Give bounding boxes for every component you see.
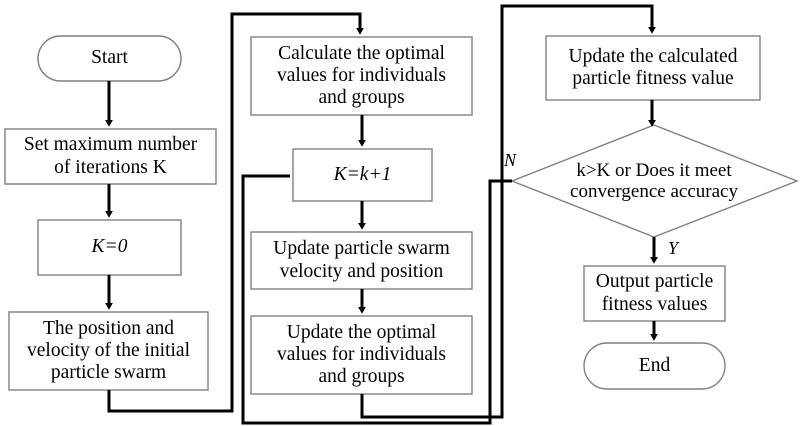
node-update-fitness[interactable] xyxy=(546,36,760,100)
node-update-fitness-shape[interactable] xyxy=(545,35,761,101)
node-set-max-iterations[interactable] xyxy=(5,129,216,184)
node-increment-k[interactable] xyxy=(293,149,432,201)
node-convergence-check[interactable] xyxy=(512,125,797,237)
node-k-equals-zero[interactable] xyxy=(38,220,181,275)
node-end-shape[interactable] xyxy=(583,342,726,390)
node-set-max-iterations-shape[interactable] xyxy=(4,128,217,185)
node-update-optimal-values[interactable] xyxy=(251,316,472,394)
node-output-fitness-shape[interactable] xyxy=(583,265,726,322)
edge-init-to-calc-optimal xyxy=(107,12,364,413)
node-update-velocity-position[interactable] xyxy=(251,232,472,289)
node-init-position-velocity[interactable] xyxy=(9,312,208,390)
node-init-position-velocity-shape[interactable] xyxy=(8,311,209,391)
node-update-optimal-values-shape[interactable] xyxy=(250,315,473,395)
node-end[interactable] xyxy=(584,343,725,389)
node-start[interactable] xyxy=(38,36,181,81)
node-k-equals-zero-shape[interactable] xyxy=(37,219,182,276)
edge-update-opt-to-update-fitness xyxy=(360,4,656,419)
node-output-fitness[interactable] xyxy=(584,266,725,321)
edge-decision-no-to-increment-k xyxy=(241,174,512,425)
node-calc-optimal-values[interactable] xyxy=(251,37,472,115)
